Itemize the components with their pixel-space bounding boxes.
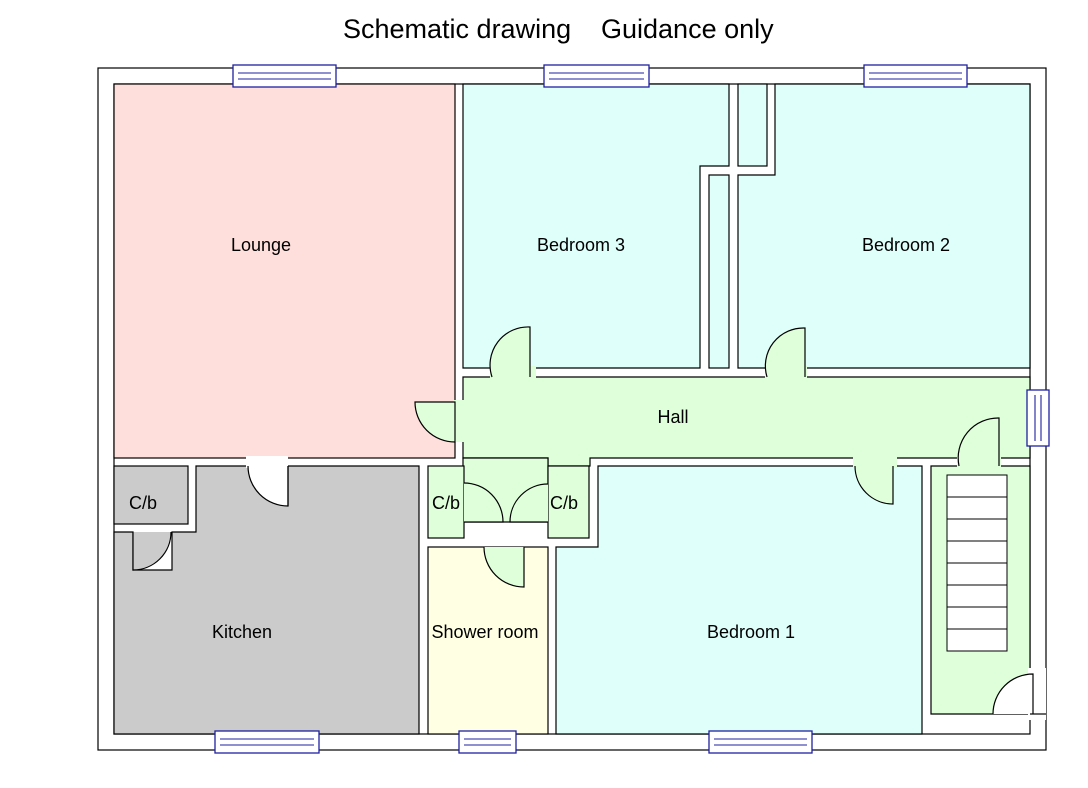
stair-step — [946, 606, 1008, 630]
bedroom-2-door[interactable] — [764, 327, 807, 378]
bedroom-2-label: Bedroom 2 — [862, 235, 950, 255]
hall-cupboard-right-door[interactable] — [509, 483, 549, 523]
schematic-drawing-title: Schematic drawing — [343, 14, 571, 44]
kitchen-window — [214, 730, 320, 754]
shower-room-window — [458, 730, 517, 754]
stair-step — [946, 628, 1008, 652]
kitchen-label: Kitchen — [212, 622, 272, 642]
stair-step — [946, 518, 1008, 542]
stair-step — [946, 562, 1008, 586]
bedroom-2-room — [737, 83, 1031, 376]
hall-cupboard-left — [427, 465, 465, 539]
kitchen-door[interactable] — [246, 456, 289, 507]
lounge-window — [232, 64, 337, 88]
staircase — [946, 474, 1008, 652]
bedroom-3-room — [462, 83, 730, 376]
stair-door[interactable] — [957, 417, 1001, 468]
stair-step — [946, 496, 1008, 520]
guidance-only-title: Guidance only — [601, 14, 774, 44]
shower-room-door[interactable] — [483, 546, 525, 588]
bedroom-3-door[interactable] — [489, 326, 536, 378]
kitchen-cupboard-door[interactable] — [132, 531, 172, 571]
stair-step — [946, 584, 1008, 608]
bedroom-1-label: Bedroom 1 — [707, 622, 795, 642]
hall-cupboard-left-label: C/b — [432, 493, 460, 513]
hall-label: Hall — [657, 407, 688, 427]
stair-step — [946, 474, 1008, 498]
kitchen-cupboard — [113, 465, 189, 525]
shower-room — [427, 546, 549, 735]
bedroom-3-label: Bedroom 3 — [537, 235, 625, 255]
lounge-label: Lounge — [231, 235, 291, 255]
bedroom-2-window — [863, 64, 968, 88]
lounge-room — [113, 83, 456, 459]
hall-cupboard-right — [547, 465, 590, 539]
hall-cupboard-left-door[interactable] — [463, 482, 504, 523]
kitchen-cupboard-label: C/b — [129, 493, 157, 513]
bedroom-3-window — [543, 64, 650, 88]
stair-step — [946, 540, 1008, 564]
hall-cupboard-right-label: C/b — [550, 493, 578, 513]
shower-room-label: Shower room — [431, 622, 538, 642]
bedroom-3-wardrobe — [708, 174, 730, 369]
hall-window — [1026, 389, 1050, 447]
bedroom-1-room — [555, 465, 923, 735]
front-door[interactable] — [992, 668, 1046, 720]
lounge-door[interactable] — [414, 400, 465, 443]
bedroom-1-door[interactable] — [853, 456, 897, 505]
bedroom-1-window — [708, 730, 813, 754]
